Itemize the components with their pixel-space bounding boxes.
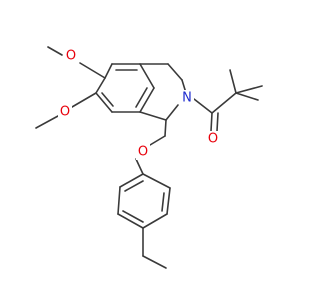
atom-o-carbonyl: O xyxy=(208,132,218,147)
bond-lines xyxy=(35,46,263,269)
molecule-structure: O O N O O xyxy=(35,46,263,269)
atom-o-methoxy-bottom: O xyxy=(60,105,70,120)
atom-n-ring: N xyxy=(182,91,192,106)
atom-labels: O O N O O xyxy=(58,48,220,160)
atom-o-methoxy-top: O xyxy=(66,49,76,64)
molecule-diagram: O O N O O xyxy=(35,46,263,269)
atom-o-ether: O xyxy=(138,145,148,160)
